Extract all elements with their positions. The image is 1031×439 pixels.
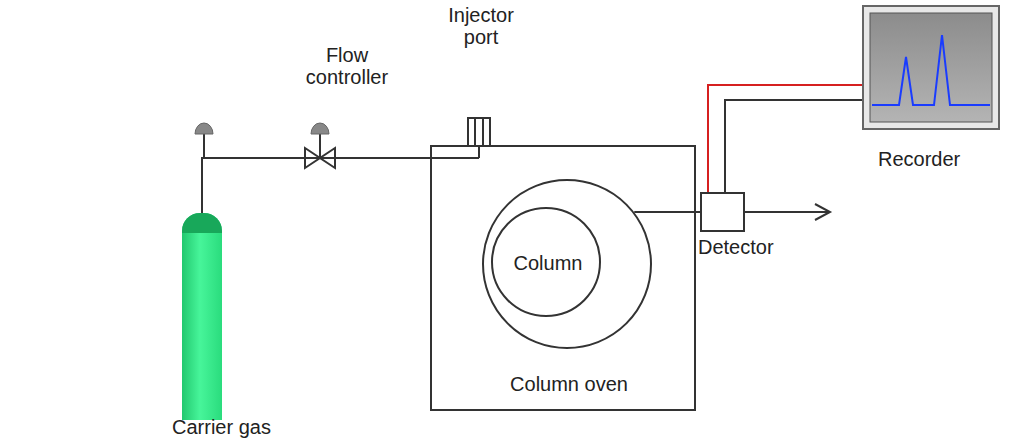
node-label: Recorder [878,148,1008,170]
recorder-box: Recorder [862,5,1000,130]
injector-stem [478,146,480,158]
node-label: Column oven [489,373,649,395]
node-label: Carrier gas [172,416,292,438]
column-coil: Column [482,179,652,349]
valve-knob [311,123,329,134]
exhaust-arrow [815,204,830,220]
injector-septum [474,118,476,146]
detector-box: Detector [700,192,745,232]
valve-stem [319,134,321,158]
pressure-gauge [195,123,213,134]
pipe-connector [634,212,700,213]
pipe-connector [202,158,430,213]
gauge-stem [203,134,205,158]
injector-port [468,118,490,146]
pipe-connector [708,85,862,192]
injector-septum [482,118,484,146]
carrier-line [430,157,479,159]
node-label: Column [502,252,594,274]
gas-cylinder: Carrier gas [182,213,222,420]
exhaust-line [745,211,829,213]
column-oven: Column oven Column [430,145,696,411]
valve-label: Flow controller [295,44,399,88]
injector-label: Injector port [436,4,526,48]
node-label: Detector [698,236,818,258]
recorder-screen [864,7,998,128]
